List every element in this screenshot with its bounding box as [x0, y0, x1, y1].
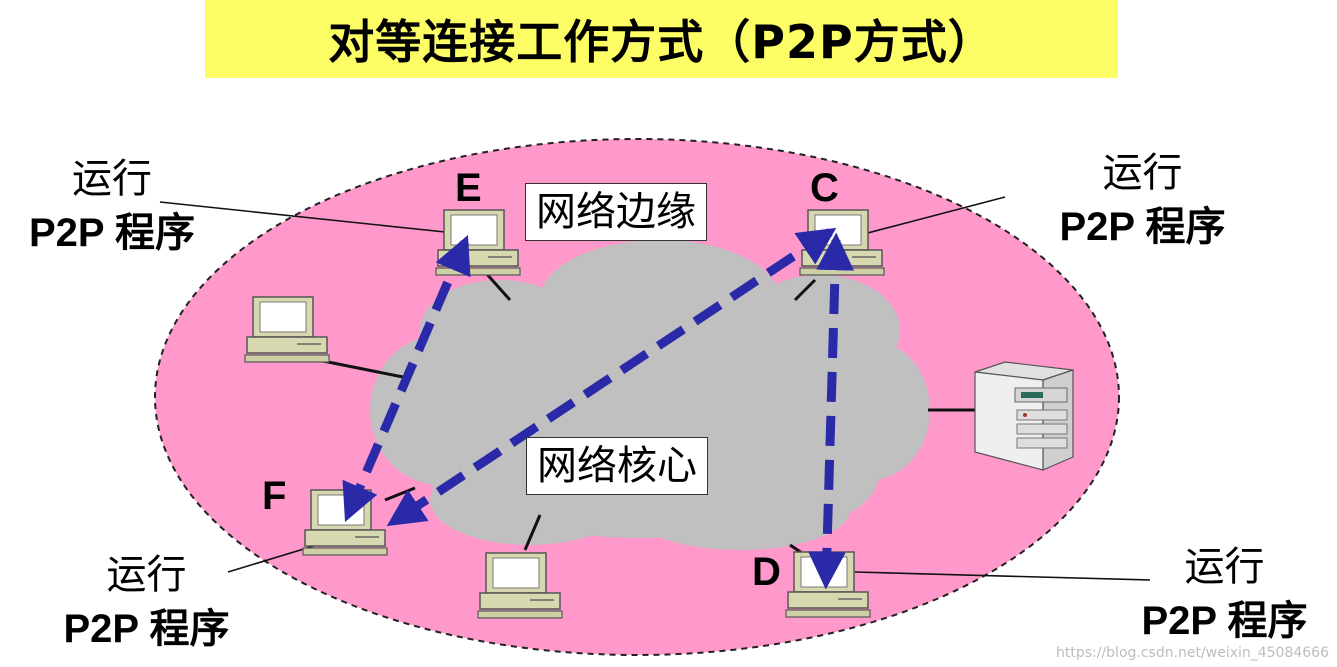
annotation-line2: P2P 程序: [63, 607, 230, 651]
page-title: 对等连接工作方式（P2P方式）: [328, 15, 995, 69]
annotation-bottom-right: 运行 P2P 程序: [1122, 540, 1327, 648]
annotation-lines: [159, 196, 1151, 581]
annotation-line1: 运行: [106, 552, 187, 598]
server-icon: [974, 361, 1074, 471]
node-label-d: D: [752, 550, 781, 594]
annotation-line2: P2P 程序: [1141, 599, 1308, 643]
node-label-f: F: [262, 474, 287, 518]
watermark-text: https://blog.csdn.net/weixin_45084666: [1055, 645, 1329, 661]
annotation-line1: 运行: [1102, 150, 1183, 196]
annotation-line1: 运行: [1184, 544, 1265, 590]
annotation-top-right: 运行 P2P 程序: [1040, 146, 1245, 254]
node-label-c: C: [810, 166, 839, 210]
p2p-arrows: [342, 227, 855, 590]
arrow-c-d: [807, 232, 855, 590]
annotation-line2: P2P 程序: [1059, 205, 1226, 249]
title-banner: 对等连接工作方式（P2P方式）: [205, 0, 1118, 78]
annotation-bottom-left: 运行 P2P 程序: [44, 548, 249, 656]
node-label-e: E: [455, 166, 482, 210]
annotation-line2: P2P 程序: [29, 211, 195, 255]
network-core-label: 网络核心: [526, 437, 708, 495]
annotation-line1: 运行: [72, 156, 152, 202]
network-edge-label: 网络边缘: [525, 183, 707, 241]
annotation-top-left: 运行 P2P 程序: [12, 152, 212, 260]
